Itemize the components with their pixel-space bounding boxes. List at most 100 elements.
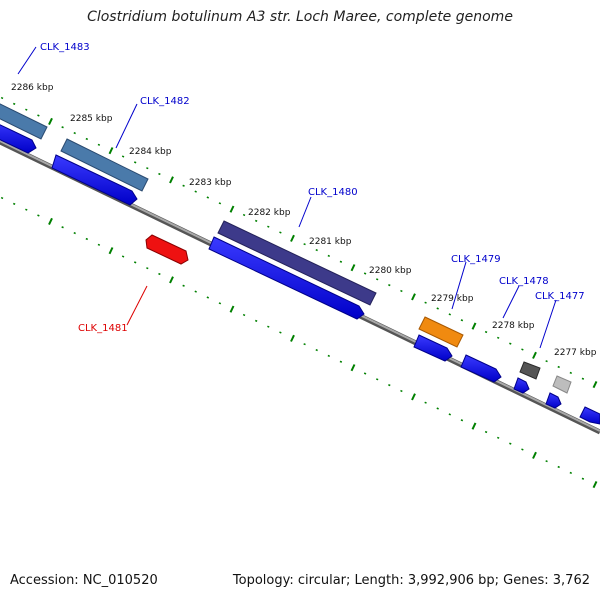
feature-clk-1478[interactable]	[519, 361, 541, 380]
major-tick	[108, 247, 114, 255]
gene-arrow[interactable]	[460, 354, 502, 383]
minor-tick	[61, 226, 64, 229]
gene-label-clk-1479[interactable]: CLK_1479	[451, 254, 501, 265]
minor-tick	[85, 137, 89, 141]
minor-tick	[194, 290, 197, 293]
minor-tick	[206, 196, 210, 199]
gene-label-clk-1482[interactable]: CLK_1482	[140, 96, 190, 107]
feature-clk-1477[interactable]	[552, 375, 572, 394]
gene-arrow[interactable]	[51, 154, 138, 206]
minor-tick	[12, 202, 16, 205]
minor-tick	[388, 384, 391, 387]
minor-tick	[133, 161, 137, 164]
gene-arrow[interactable]	[208, 236, 365, 320]
kbp-label: 2284 kbp	[129, 147, 172, 157]
major-tick	[592, 480, 598, 489]
minor-tick	[557, 465, 560, 469]
kbp-label: 2277 kbp	[554, 348, 597, 358]
kbp-scale: 2286 kbp 2285 kbp 2284 kbp 2283 kbp 2282…	[11, 83, 597, 358]
minor-tick	[327, 354, 331, 357]
kbp-label: 2279 kbp	[431, 294, 474, 304]
gene-labels: CLK_1483 CLK_1482 CLK_1481 CLK_1480 CLK_…	[40, 42, 585, 334]
minor-tick	[448, 313, 452, 316]
minor-tick	[557, 365, 560, 369]
minor-tick	[339, 360, 343, 363]
gene-arrow[interactable]	[579, 406, 600, 425]
outer-tick-track	[0, 96, 598, 389]
minor-tick	[218, 202, 222, 205]
minor-tick	[85, 237, 89, 241]
major-tick	[350, 264, 356, 272]
gene-arrow[interactable]	[413, 334, 453, 362]
major-tick	[229, 305, 235, 313]
minor-tick	[242, 213, 246, 217]
minor-tick	[581, 377, 585, 380]
summary-text: Topology: circular; Length: 3,992,906 bp…	[232, 573, 590, 588]
minor-tick	[279, 231, 282, 234]
gene-label-clk-1478[interactable]: CLK_1478	[499, 276, 549, 287]
minor-tick	[400, 389, 403, 393]
feature-clk-1483[interactable]	[0, 99, 48, 140]
minor-tick	[158, 172, 161, 176]
minor-tick	[509, 442, 512, 445]
major-tick	[108, 147, 114, 155]
map-title: Clostridium botulinum A3 str. Loch Maree…	[87, 9, 513, 25]
minor-tick	[436, 307, 439, 310]
minor-tick	[545, 360, 548, 363]
minor-tick	[448, 413, 452, 416]
minor-tick	[25, 108, 28, 111]
minor-tick	[509, 342, 512, 345]
feature-clk-1482[interactable]	[60, 138, 149, 192]
minor-tick	[206, 296, 210, 299]
minor-tick	[61, 126, 64, 129]
minor-tick	[460, 319, 464, 322]
gene-arrow[interactable]	[545, 392, 562, 409]
gene-label-clk-1481[interactable]: CLK_1481	[78, 323, 128, 334]
minor-tick	[581, 477, 585, 480]
minor-tick	[146, 167, 149, 170]
major-tick	[290, 334, 295, 342]
gene-arrow[interactable]	[513, 377, 530, 394]
minor-tick	[363, 272, 367, 275]
major-tick	[532, 351, 537, 359]
minor-tick	[121, 155, 125, 158]
minor-tick	[363, 372, 367, 375]
major-tick	[532, 451, 537, 459]
major-tick	[169, 176, 174, 184]
minor-tick	[496, 436, 500, 439]
gene-label-clk-1477[interactable]: CLK_1477	[535, 291, 585, 302]
gene-arrow-reverse[interactable]	[145, 234, 189, 265]
minor-tick	[0, 196, 4, 200]
gene-label-clk-1480[interactable]: CLK_1480	[308, 187, 358, 198]
minor-tick	[267, 225, 270, 228]
feature-clk-1479[interactable]	[418, 316, 464, 348]
minor-tick	[242, 313, 246, 317]
minor-tick	[303, 343, 306, 346]
minor-tick	[496, 336, 500, 339]
minor-tick	[267, 325, 270, 328]
minor-tick	[146, 267, 149, 270]
major-tick	[48, 217, 53, 226]
minor-tick	[327, 254, 331, 257]
major-tick	[411, 393, 416, 401]
feature-clk-1480[interactable]	[217, 220, 377, 306]
minor-tick	[484, 430, 488, 434]
minor-tick	[254, 219, 258, 222]
major-tick	[592, 380, 598, 389]
accession-text: Accession: NC_010520	[10, 573, 158, 588]
gene-arrow[interactable]	[0, 120, 37, 154]
major-tick	[350, 364, 356, 372]
minor-tick	[375, 378, 379, 381]
minor-tick	[37, 214, 40, 217]
kbp-label: 2280 kbp	[369, 266, 412, 276]
inner-tick-track	[0, 196, 598, 489]
minor-tick	[521, 348, 524, 351]
minor-tick	[194, 190, 197, 193]
minor-tick	[436, 407, 439, 410]
major-tick	[48, 117, 53, 126]
major-tick	[229, 205, 235, 213]
gene-label-clk-1483[interactable]: CLK_1483	[40, 42, 90, 53]
kbp-label: 2286 kbp	[11, 83, 54, 93]
minor-tick	[73, 132, 76, 135]
